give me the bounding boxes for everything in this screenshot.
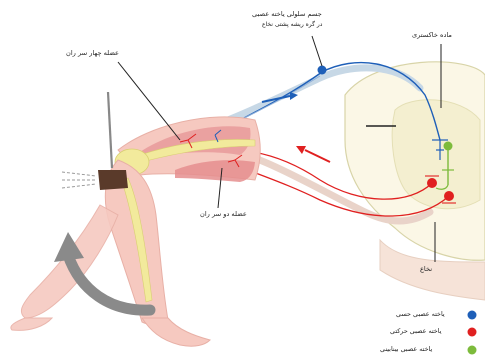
legend-dot-interneuron bbox=[468, 346, 477, 355]
legend-dot-motor bbox=[468, 328, 477, 337]
spinal-cord-label: نخاع bbox=[420, 266, 432, 274]
hamstring-label: عضله دو سر ران bbox=[200, 211, 247, 219]
gray-matter-label: ماده خاکستری bbox=[412, 32, 452, 40]
legend-label-interneuron: یاخته عصبی بینابینی bbox=[380, 345, 432, 353]
interneuron-body bbox=[444, 142, 453, 151]
sensory-cell-body bbox=[318, 66, 327, 75]
motor-arrow-head bbox=[296, 146, 306, 154]
legend-label-motor: یاخته عصبی حرکتی bbox=[390, 327, 441, 335]
legend-label-sensory: یاخته عصبی حسی bbox=[396, 310, 445, 318]
quadriceps-label: عضله چهار سر ران bbox=[66, 50, 119, 58]
reflex-hammer bbox=[62, 92, 128, 190]
cell-body-title: جسم سلولی یاخته عصبی bbox=[252, 11, 322, 19]
legend-dot-sensory bbox=[468, 311, 477, 320]
cell-body-subtitle: در گره ریشه پشتی نخاع bbox=[262, 22, 322, 29]
motor-arrow bbox=[305, 150, 330, 162]
cell-body-leader bbox=[312, 36, 322, 66]
quadriceps-leader bbox=[118, 62, 180, 140]
